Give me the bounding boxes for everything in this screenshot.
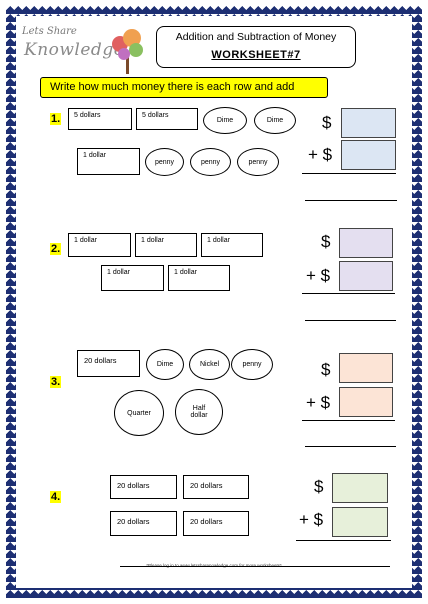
answer-box[interactable]	[341, 108, 396, 138]
bill-1-dollar: 1 dollar	[68, 233, 131, 257]
coin-penny: penny	[145, 148, 184, 176]
coin-dime: Dime	[146, 349, 184, 380]
plus-dollar-sign: + $	[306, 393, 331, 412]
bill-1-dollar: 1 dollar	[101, 265, 164, 291]
footer-note: *Please log in to www.letssharenowledge.…	[0, 563, 428, 568]
answer-box[interactable]	[339, 228, 393, 258]
answer-box[interactable]	[339, 261, 393, 291]
answer-box[interactable]	[332, 473, 388, 503]
answer-box[interactable]	[341, 140, 396, 170]
bill-20-dollars: 20 dollars	[183, 475, 249, 499]
problem-number: 3.	[50, 376, 62, 388]
bill-5-dollars: 5 dollars	[68, 108, 132, 130]
coin-penny: penny	[231, 349, 273, 380]
worksheet-number: WORKSHEET#7	[211, 49, 301, 61]
coin-penny: penny	[237, 148, 279, 176]
logo-line2: Knowledge	[24, 40, 125, 60]
footer-rule	[120, 566, 390, 567]
site-logo: Lets Share Knowledge	[20, 20, 150, 82]
bill-20-dollars: 20 dollars	[110, 511, 177, 536]
answer-box[interactable]	[339, 387, 393, 417]
dollar-sign: $	[322, 113, 332, 132]
bill-20-dollars: 20 dollars	[110, 475, 177, 499]
coin-dime: Dime	[254, 107, 296, 134]
answer-box[interactable]	[339, 353, 393, 383]
bill-1-dollar: 1 dollar	[135, 233, 197, 257]
plus-dollar-sign: + $	[308, 145, 333, 164]
coin-half-dollar: Half dollar	[175, 389, 223, 435]
bill-1-dollar: 1 dollar	[77, 148, 140, 175]
instruction-bar: Write how much money there is each row a…	[40, 77, 328, 98]
bill-20-dollars: 20 dollars	[183, 511, 249, 536]
dollar-sign: $	[314, 477, 324, 496]
header-box: Addition and Subtraction of Money WORKSH…	[156, 26, 356, 68]
sum-line	[302, 420, 395, 421]
plus-dollar-sign: + $	[299, 510, 324, 529]
problem-number: 4.	[50, 491, 62, 503]
bill-1-dollar: 1 dollar	[201, 233, 263, 257]
dollar-sign: $	[321, 232, 331, 251]
coin-dime: Dime	[203, 107, 247, 134]
tree-icon	[112, 29, 143, 74]
sum-line	[302, 293, 395, 294]
coin-nickel: Nickel	[189, 349, 230, 380]
logo-line1: Lets Share	[22, 26, 77, 37]
answer-line	[305, 320, 396, 321]
plus-dollar-sign: + $	[306, 266, 331, 285]
answer-box[interactable]	[332, 507, 388, 537]
bill-20-dollars: 20 dollars	[77, 350, 140, 377]
coin-penny: penny	[190, 148, 231, 176]
sum-line	[302, 173, 396, 174]
dollar-sign: $	[321, 360, 331, 379]
bill-1-dollar: 1 dollar	[168, 265, 230, 291]
problem-number: 1.	[50, 113, 62, 125]
bill-5-dollars: 5 dollars	[136, 108, 198, 130]
answer-line	[305, 200, 397, 201]
problem-number: 2.	[50, 243, 62, 255]
page-title: Addition and Subtraction of Money	[175, 31, 337, 43]
coin-quarter: Quarter	[114, 390, 164, 436]
answer-line	[305, 446, 396, 447]
sum-line	[296, 540, 391, 541]
